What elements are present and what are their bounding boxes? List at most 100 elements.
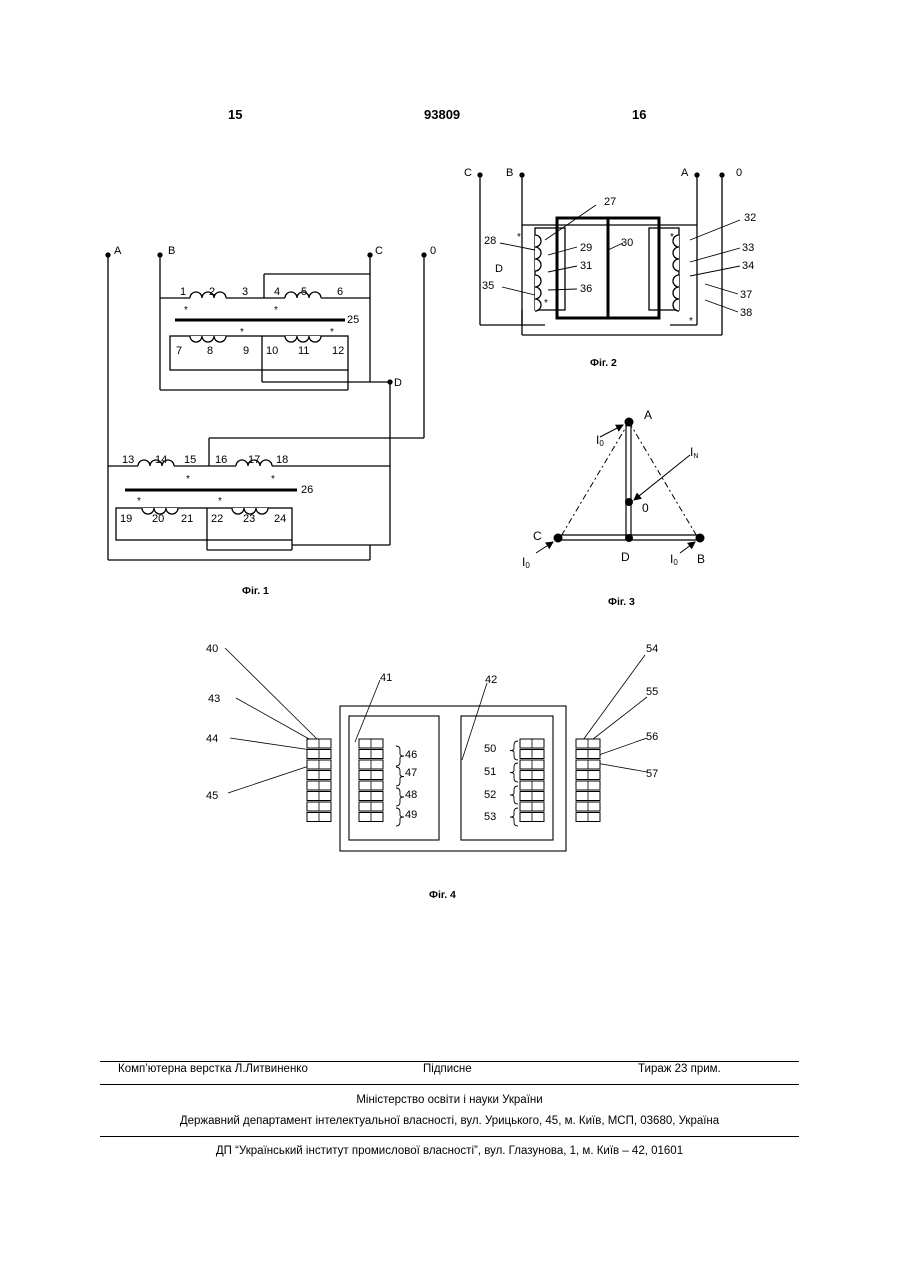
fig4-num-57: 57 <box>646 768 658 780</box>
fig2-phase-a: A <box>681 167 689 179</box>
fig3-point-0: 0 <box>642 501 649 515</box>
fig3-caption: Фіг. 3 <box>608 596 635 608</box>
figure-3-labels: A 0 C D B I0 IN I0 I0 Фіг. 3 <box>522 408 705 608</box>
figure-2-labels: C B A 0 D 27 28 29 30 31 32 33 34 35 36 … <box>464 167 756 369</box>
fig4-num-51: 51 <box>484 766 496 778</box>
fig1-num-3: 3 <box>242 286 248 298</box>
fig2-num-28: 28 <box>484 235 496 247</box>
brace-4 <box>396 808 404 826</box>
fig1-num-15: 15 <box>184 454 196 466</box>
footer-rule-1 <box>100 1061 799 1062</box>
fig3-point-a: A <box>644 408 652 422</box>
fig4-num-41: 41 <box>380 672 392 684</box>
fig1-num-22: 22 <box>211 513 223 525</box>
svg-text:*: * <box>137 496 141 507</box>
brace-3 <box>396 788 404 806</box>
fig4-num-53: 53 <box>484 811 496 823</box>
brace-1 <box>396 746 404 766</box>
fig2-num-37: 37 <box>740 289 752 301</box>
fig1-phase-b: B <box>168 245 175 257</box>
fig4-num-42: 42 <box>485 674 497 686</box>
fig2-num-35: 35 <box>482 280 494 292</box>
fig1-num-11: 11 <box>298 345 309 357</box>
fig2-num-32: 32 <box>744 212 756 224</box>
fig1-num-1: 1 <box>180 286 186 298</box>
brace-6 <box>510 763 518 782</box>
fig1-num-14: 14 <box>155 454 167 466</box>
fig2-node-d: D <box>495 263 503 275</box>
svg-text:*: * <box>274 305 278 316</box>
fig4-num-54: 54 <box>646 643 658 655</box>
fig2-num-38: 38 <box>740 307 752 319</box>
fig2-num-29: 29 <box>580 242 592 254</box>
footer-signed: Підписне <box>423 1063 472 1075</box>
fig2-num-36: 36 <box>580 283 592 295</box>
footer-circulation: Тираж 23 прим. <box>638 1063 721 1075</box>
figure-4-terminal-blocks <box>307 739 600 826</box>
fig1-num-12: 12 <box>332 345 344 357</box>
svg-text:*: * <box>330 327 334 338</box>
fig4-num-56: 56 <box>646 731 658 743</box>
fig1-polarity-marks: ** ** ** ** <box>137 305 334 507</box>
fig1-num-17: 17 <box>248 454 260 466</box>
footer-ministry: Міністерство освіти і науки України <box>100 1094 799 1106</box>
fig1-core-26: 26 <box>301 484 313 496</box>
fig1-num-21: 21 <box>181 513 193 525</box>
fig4-num-44: 44 <box>206 733 218 745</box>
fig4-num-47: 47 <box>405 767 417 779</box>
fig1-core-25: 25 <box>347 314 359 326</box>
svg-text:*: * <box>240 327 244 338</box>
svg-text:*: * <box>517 232 521 243</box>
svg-text:*: * <box>670 232 674 243</box>
fig1-num-20: 20 <box>152 513 164 525</box>
fig1-num-9: 9 <box>243 345 249 357</box>
fig4-num-45: 45 <box>206 790 218 802</box>
fig2-num-34: 34 <box>742 260 754 272</box>
fig1-num-18: 18 <box>276 454 288 466</box>
fig1-num-10: 10 <box>266 345 278 357</box>
fig2-num-30: 30 <box>621 237 633 249</box>
fig1-num-16: 16 <box>215 454 227 466</box>
fig2-neutral: 0 <box>736 167 742 179</box>
fig1-num-8: 8 <box>207 345 213 357</box>
brace-8 <box>510 808 518 826</box>
footer-rule-3 <box>100 1136 799 1137</box>
fig1-node-d: D <box>394 377 402 389</box>
figure-3-vector-diagram <box>536 418 704 553</box>
fig1-num-4: 4 <box>274 286 280 298</box>
fig3-current-in: IN <box>690 445 698 460</box>
fig3-point-b: B <box>697 552 705 566</box>
footer-composed: Комп’ютерна верстка Л.Литвиненко <box>118 1063 308 1075</box>
svg-text:*: * <box>544 298 548 309</box>
fig4-caption: Фіг. 4 <box>429 889 456 901</box>
brace-2 <box>396 767 404 786</box>
fig2-num-27: 27 <box>604 196 616 208</box>
footer-institute: ДП “Український інститут промислової вла… <box>100 1145 799 1157</box>
svg-text:*: * <box>689 316 693 327</box>
svg-text:*: * <box>218 496 222 507</box>
fig1-num-7: 7 <box>176 345 182 357</box>
fig3-point-d: D <box>621 550 630 564</box>
fig1-num-5: 5 <box>301 286 307 298</box>
fig1-num-23: 23 <box>243 513 255 525</box>
fig4-num-55: 55 <box>646 686 658 698</box>
fig3-current-i0-b: I0 <box>670 552 678 567</box>
fig1-neutral: 0 <box>430 245 436 257</box>
fig4-num-48: 48 <box>405 789 417 801</box>
fig2-polarity-marks: * * * * <box>517 232 693 327</box>
fig2-phase-c: C <box>464 167 472 179</box>
fig1-num-24: 24 <box>274 513 286 525</box>
fig4-num-50: 50 <box>484 743 496 755</box>
fig1-phase-a: A <box>114 245 122 257</box>
brace-7 <box>510 786 518 804</box>
fig1-num-19: 19 <box>120 513 132 525</box>
svg-text:*: * <box>271 474 275 485</box>
fig4-num-49: 49 <box>405 809 417 821</box>
fig2-num-33: 33 <box>742 242 754 254</box>
svg-text:*: * <box>186 474 190 485</box>
footer-department: Державний департамент інтелектуальної вл… <box>100 1115 799 1127</box>
fig1-caption: Фіг. 1 <box>242 585 269 597</box>
fig1-num-2: 2 <box>209 286 215 298</box>
fig4-num-43: 43 <box>208 693 220 705</box>
fig4-num-52: 52 <box>484 789 496 801</box>
